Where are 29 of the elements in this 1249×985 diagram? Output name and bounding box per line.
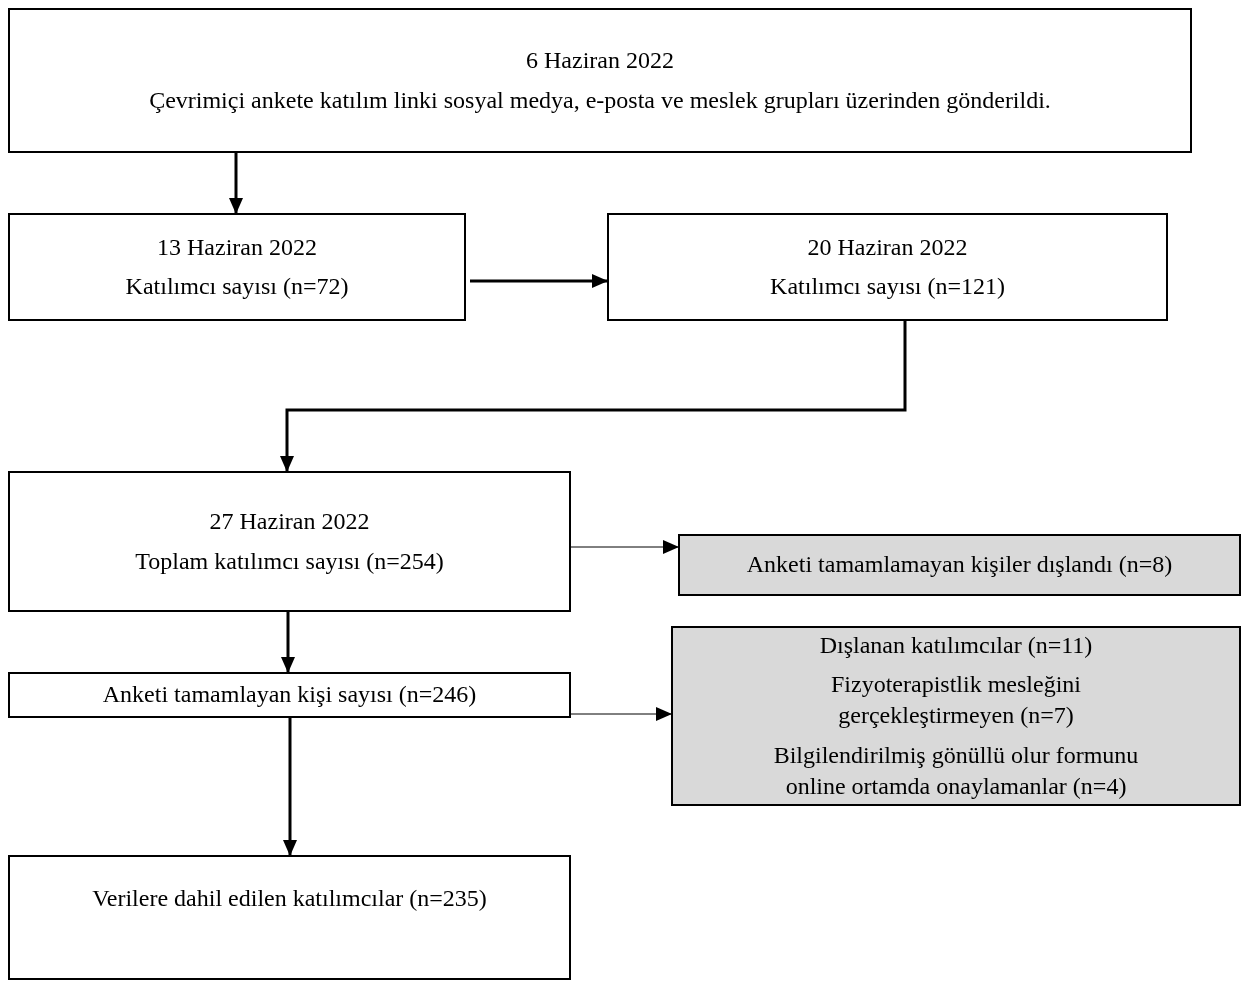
box-text: Bilgilendirilmiş gönüllü olur formunu online ortamda onaylamanlar (n=4): [772, 740, 1140, 801]
box-heading: 20 Haziran 2022: [807, 232, 968, 262]
box-text: Toplam katılımcı sayısı (n=254): [135, 546, 444, 576]
box-text: Fizyoterapistlik mesleğini gerçekleştirmeyen (n=7): [830, 670, 1082, 731]
arrow: [283, 718, 297, 856]
process-box: [8, 8, 1192, 153]
box-heading: 6 Haziran 2022: [526, 46, 674, 76]
process-box: [8, 672, 571, 718]
box-text: Anketi tamamlamayan kişiler dışlandı (n=8): [746, 550, 1173, 580]
process-box: [671, 626, 1241, 806]
process-box: [8, 471, 571, 612]
box-text: Katılımcı sayısı (n=121): [770, 272, 1005, 301]
arrow: [470, 274, 608, 288]
box-text: Çevrimiçi ankete katılım linki sosyal medya, e-posta ve meslek grupları üzerinden gönderildi.: [149, 85, 1051, 115]
arrow: [280, 321, 907, 472]
process-box: [607, 213, 1168, 321]
process-box: [8, 855, 571, 980]
process-box: [8, 213, 466, 321]
box-text: Katılımcı sayısı (n=72): [125, 272, 349, 301]
box-heading: Dışlanan katılımcılar (n=11): [819, 631, 1093, 661]
box-heading: 13 Haziran 2022: [157, 232, 317, 262]
arrow: [281, 612, 295, 673]
arrow: [570, 707, 672, 721]
process-box: [678, 534, 1241, 596]
box-text: Anketi tamamlayan kişi sayısı (n=246): [102, 680, 477, 710]
arrow: [570, 540, 679, 554]
box-heading: 27 Haziran 2022: [209, 507, 370, 537]
box-text: Verilere dahil edilen katılımcılar (n=235): [92, 884, 487, 913]
arrow: [229, 153, 243, 214]
